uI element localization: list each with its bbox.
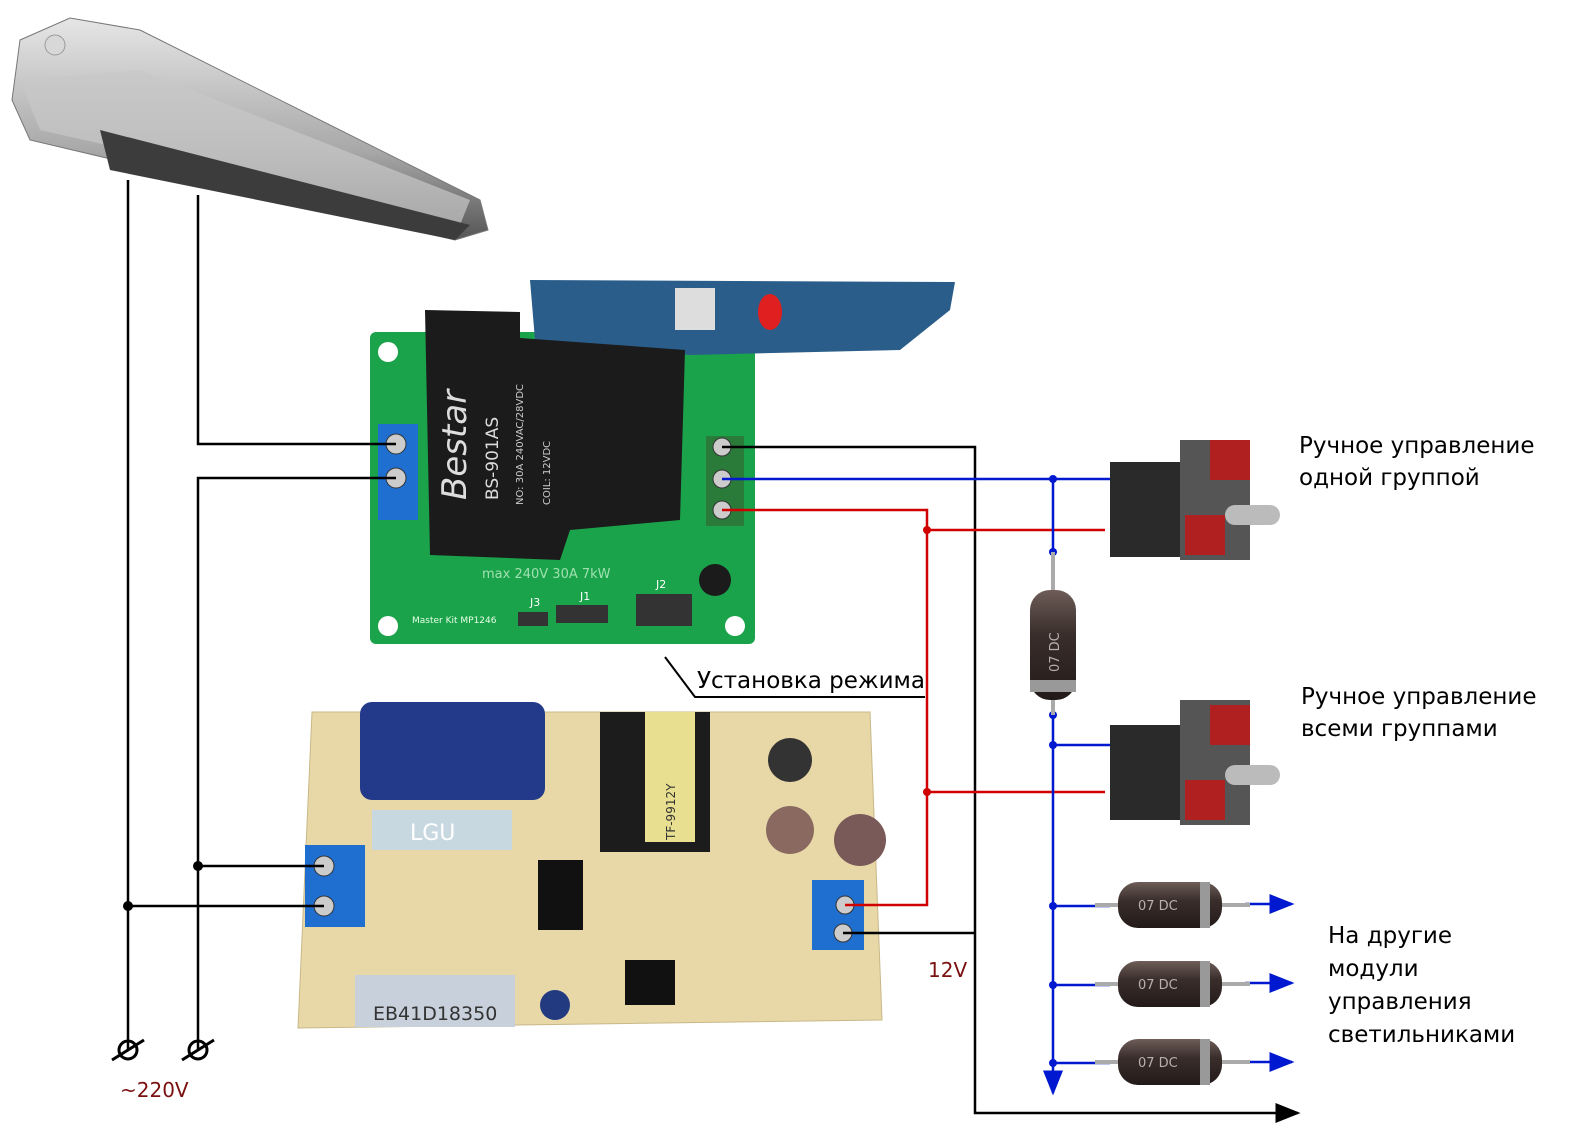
label-line: На другие: [1328, 923, 1452, 949]
power-supply-board: LGU TF-9912Y EB41D18350: [297, 702, 886, 1029]
board-name-text: Master Kit MP1246: [412, 616, 497, 626]
toggle-switch-all-groups: [1110, 700, 1280, 825]
diode-output-2: 07 DC: [1095, 961, 1250, 1007]
diode-output-1: 07 DC: [1095, 882, 1250, 928]
diode-output-3: 07 DC: [1095, 1039, 1250, 1085]
label-line: светильниками: [1328, 1022, 1516, 1048]
mains-terminal: [111, 1038, 215, 1062]
diode-marking-text: 07 DC: [1138, 1056, 1178, 1071]
diode-marking-text: 07 DC: [1138, 899, 1178, 914]
terminal-block-control: [706, 436, 744, 526]
terminal-block-input: [305, 845, 365, 927]
label-line: одной группой: [1299, 465, 1480, 491]
board-rating-text: max 240V 30A 7kW: [482, 567, 611, 582]
relay-model-text: BS-901AS: [483, 417, 503, 500]
transformer-label: TF-9912Y: [664, 783, 678, 841]
capacitor-x-label: EB41D18350: [373, 1003, 497, 1025]
label-mode-setting: Установка режима: [697, 668, 925, 694]
terminal-block-load: [378, 424, 418, 520]
rf-receiver-module: [530, 280, 955, 355]
terminal-block-output: [812, 880, 864, 950]
label-line: всеми группами: [1301, 716, 1498, 742]
jumper-j3: [518, 612, 548, 626]
diode-marking-text: 07 DC: [1048, 632, 1063, 672]
label-220v: ~220V: [120, 1078, 189, 1102]
relay-coil-text: COIL: 12VDC: [542, 441, 553, 505]
filter-label: LGU: [410, 821, 455, 846]
label-line: управления: [1328, 989, 1472, 1015]
jumper-j2: [636, 594, 692, 626]
label-line: модули: [1328, 956, 1419, 982]
label-other-modules: На другие модули управления светильникам…: [1328, 920, 1515, 1052]
jumper-j3-label: J3: [529, 596, 540, 609]
diode-marking-text: 07 DC: [1138, 978, 1178, 993]
toggle-switch-one-group: [1110, 440, 1280, 560]
label-line: Ручное управление: [1299, 433, 1535, 459]
label-line: Ручное управление: [1301, 684, 1537, 710]
label-switch-all-groups: Ручное управление всеми группами: [1301, 681, 1537, 745]
jumper-j1-label: J1: [579, 590, 590, 603]
relay: Bestar BS-901AS NO: 30A 240VAC/28VDC COI…: [425, 310, 685, 560]
relay-board: Bestar BS-901AS NO: 30A 240VAC/28VDC COI…: [370, 280, 955, 644]
label-12v: 12V: [928, 958, 968, 982]
lamp-fixture: [11, 17, 489, 241]
capacitor: [360, 702, 545, 800]
positive-wires: [722, 508, 1105, 907]
label-switch-one-group: Ручное управление одной группой: [1299, 430, 1535, 494]
jumper-j2-label: J2: [655, 578, 666, 591]
jumper-j1: [556, 605, 608, 623]
relay-rating-text: NO: 30A 240VAC/28VDC: [515, 384, 526, 505]
relay-brand-text: Bestar: [435, 388, 475, 500]
diode-vertical: 07 DC: [1030, 552, 1076, 715]
